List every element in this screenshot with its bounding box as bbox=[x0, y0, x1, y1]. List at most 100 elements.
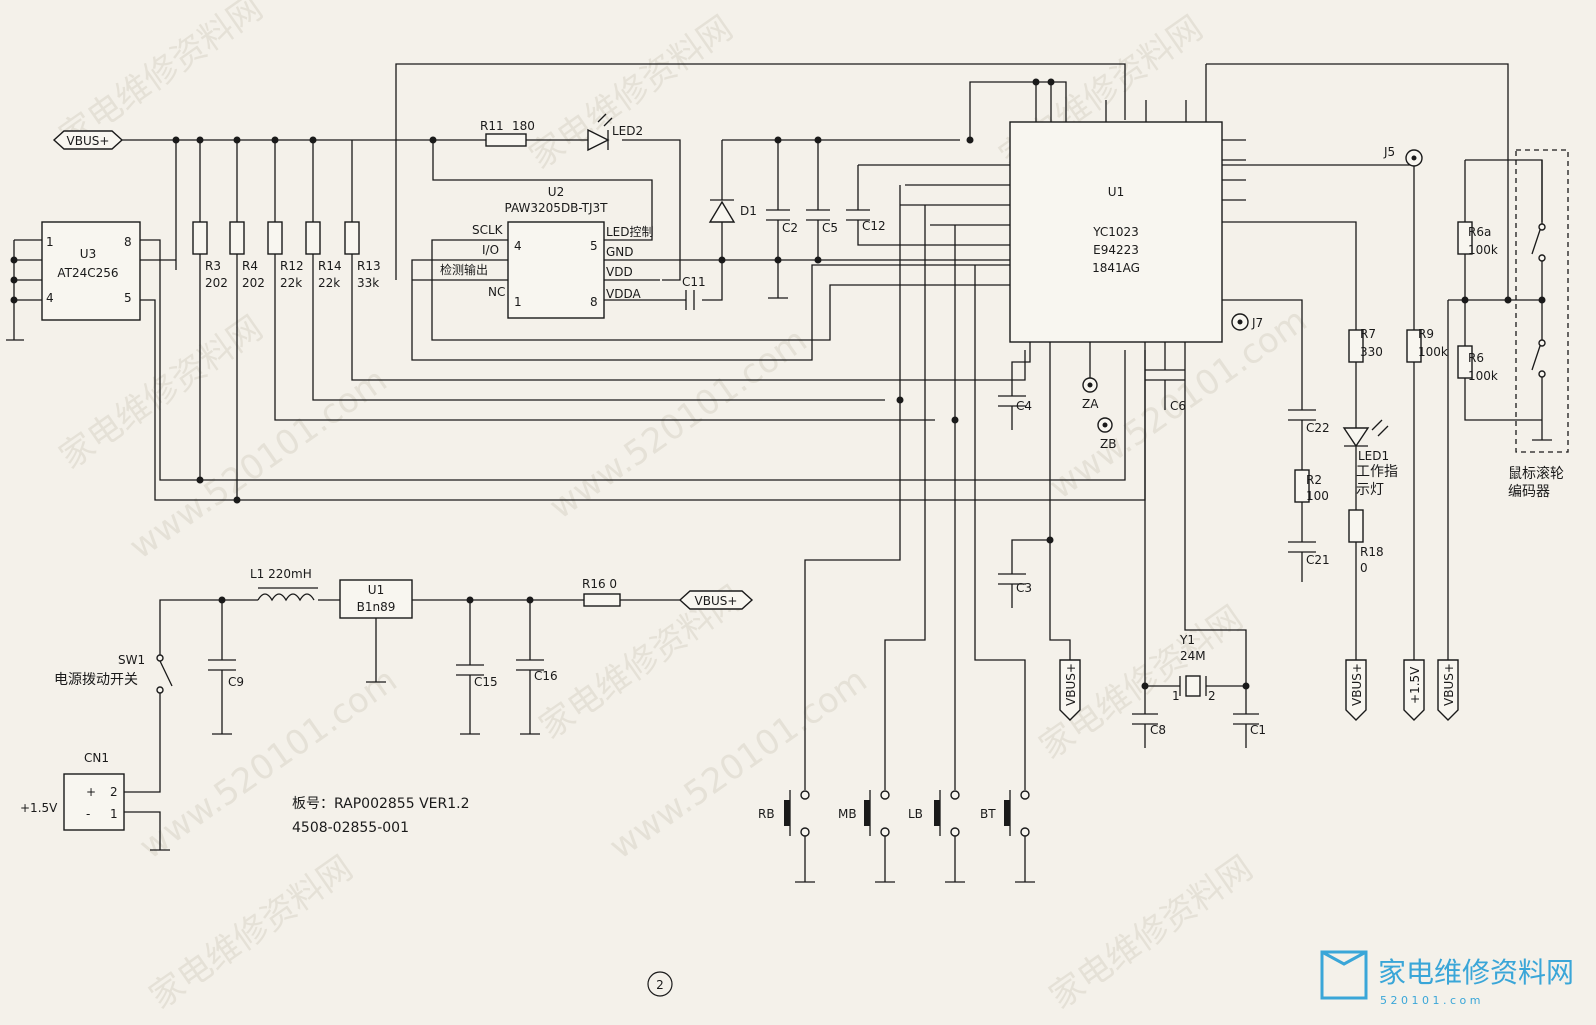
svg-text:D1: D1 bbox=[740, 204, 757, 218]
button-lb: LB bbox=[908, 790, 965, 883]
svg-text:2: 2 bbox=[110, 785, 118, 799]
svg-text:100: 100 bbox=[1306, 489, 1329, 503]
svg-text:VBUS+: VBUS+ bbox=[1350, 663, 1364, 706]
page-number: 2 bbox=[647, 971, 673, 997]
sensor-u2: U2 PAW3205DB-TJ3T SCLK I/O 检测输出 NC 4 1 5… bbox=[440, 185, 654, 319]
svg-text:330: 330 bbox=[1360, 345, 1383, 359]
svg-text:C3: C3 bbox=[1016, 581, 1032, 595]
svg-text:R6: R6 bbox=[1468, 351, 1484, 365]
svg-text:100k: 100k bbox=[1418, 345, 1448, 359]
svg-text:AT24C256: AT24C256 bbox=[57, 266, 118, 280]
board-label: 板号：RAP002855 VER1.2 4508-02855-001 bbox=[292, 796, 470, 836]
svg-text:Y1: Y1 bbox=[1179, 633, 1195, 647]
rc-network: C22 R2 100 C21 bbox=[1288, 409, 1330, 582]
svg-text:+1.5V: +1.5V bbox=[20, 801, 58, 815]
svg-text:2: 2 bbox=[1208, 689, 1216, 703]
svg-text:鼠标滚轮: 鼠标滚轮 bbox=[1508, 465, 1564, 482]
svg-text:1: 1 bbox=[46, 235, 54, 249]
switch-sw1: SW1 电源拨动开关 bbox=[54, 653, 173, 793]
svg-text:VDDA: VDDA bbox=[606, 287, 641, 301]
svg-text:U1: U1 bbox=[368, 583, 384, 597]
svg-text:C6: C6 bbox=[1170, 399, 1186, 413]
svg-text:SW1: SW1 bbox=[118, 653, 145, 667]
svg-text:VDD: VDD bbox=[606, 265, 633, 279]
svg-text:R2: R2 bbox=[1306, 473, 1322, 487]
svg-text:CN1: CN1 bbox=[84, 751, 109, 765]
svg-text:C16: C16 bbox=[534, 669, 558, 683]
watermark: 家电维修资料网 bbox=[1042, 848, 1260, 1017]
svg-text:4: 4 bbox=[46, 291, 54, 305]
watermark: www.520101.com bbox=[602, 660, 874, 867]
svg-text:C8: C8 bbox=[1150, 723, 1166, 737]
connector-cn1: CN1 + - 2 1 +1.5V bbox=[20, 751, 170, 851]
watermark: www.520101.com bbox=[132, 660, 404, 867]
svg-text:R7: R7 bbox=[1360, 327, 1376, 341]
svg-text:0: 0 bbox=[1360, 561, 1368, 575]
crystal-y1: Y1 24M 1 2 bbox=[1145, 633, 1246, 703]
svg-text:VBUS+: VBUS+ bbox=[695, 594, 738, 608]
svg-text:1841AG: 1841AG bbox=[1092, 261, 1140, 275]
svg-text:RB: RB bbox=[758, 807, 775, 821]
button-rb: RB bbox=[758, 790, 815, 883]
svg-text:C21: C21 bbox=[1306, 553, 1330, 567]
svg-text:ZB: ZB bbox=[1100, 437, 1116, 451]
svg-text:R6a: R6a bbox=[1468, 225, 1491, 239]
svg-text:R14: R14 bbox=[318, 259, 342, 273]
svg-text:5: 5 bbox=[124, 291, 132, 305]
svg-text:8: 8 bbox=[124, 235, 132, 249]
vbus-tag-led1: VBUS+ bbox=[1345, 659, 1367, 721]
svg-text:LED2: LED2 bbox=[612, 124, 643, 138]
mcu-u1: U1 YC1023 E94223 1841AG bbox=[1009, 121, 1223, 343]
led1-chain: R7 330 LED1 工作指 示灯 R18 0 bbox=[1342, 327, 1398, 660]
svg-text:U2: U2 bbox=[548, 185, 564, 199]
svg-text:R13: R13 bbox=[357, 259, 381, 273]
svg-text:22k: 22k bbox=[280, 276, 302, 290]
test-point-zb: ZB bbox=[1097, 417, 1116, 451]
eeprom-u3: U3 AT24C256 1 8 4 5 bbox=[41, 221, 141, 321]
svg-text:板号：RAP002855 VER1.2: 板号：RAP002855 VER1.2 bbox=[292, 796, 470, 812]
led2-indicator: LED2 bbox=[587, 113, 643, 152]
diode-d1: D1 bbox=[708, 140, 757, 260]
svg-text:U3: U3 bbox=[80, 247, 96, 261]
site-logo: 家电维修资料网 5 2 0 1 0 1 . c o m bbox=[1320, 950, 1574, 1007]
u1-lower-caps: C4 C6 C3 bbox=[998, 342, 1186, 660]
svg-text:U1: U1 bbox=[1108, 185, 1124, 199]
svg-text:B1n89: B1n89 bbox=[357, 600, 396, 614]
watermark: 家电维修资料网 bbox=[142, 848, 360, 1017]
vbus-tag-encoder: VBUS+ bbox=[1437, 659, 1459, 721]
svg-text:R12: R12 bbox=[280, 259, 304, 273]
svg-text:202: 202 bbox=[242, 276, 265, 290]
crystal-caps: C8 C1 bbox=[1132, 686, 1266, 748]
svg-text:VBUS+: VBUS+ bbox=[67, 134, 110, 148]
svg-text:C15: C15 bbox=[474, 675, 498, 689]
svg-text:C2: C2 bbox=[782, 221, 798, 235]
svg-text:100k: 100k bbox=[1468, 369, 1498, 383]
svg-text:R16 0: R16 0 bbox=[582, 577, 617, 591]
svg-text:电源拨动开关: 电源拨动开关 bbox=[54, 672, 138, 688]
encoder-resistors: R6a 100k R6 100k bbox=[1447, 159, 1543, 660]
svg-text:PAW3205DB-TJ3T: PAW3205DB-TJ3T bbox=[505, 201, 609, 215]
svg-text:检测输出: 检测输出 bbox=[440, 262, 488, 277]
test-point-j5: J5 bbox=[1383, 145, 1423, 167]
svg-text:C12: C12 bbox=[862, 219, 886, 233]
power-section: L1 220mH U1 B1n89 R16 0 C9 C15 C16 bbox=[159, 567, 680, 735]
svg-text:LB: LB bbox=[908, 807, 923, 821]
decoupling-caps: C2 C5 C12 bbox=[766, 140, 1010, 299]
svg-text:C5: C5 bbox=[822, 221, 838, 235]
svg-text:GND: GND bbox=[606, 245, 634, 259]
svg-text:5 2 0 1 0 1 . c o m: 5 2 0 1 0 1 . c o m bbox=[1380, 994, 1480, 1007]
svg-text:家电维修资料网: 家电维修资料网 bbox=[1378, 956, 1574, 989]
pullup-resistors: R3 202 R4 202 R12 22k R14 22k R13 33k bbox=[192, 140, 1026, 498]
svg-text:I/O: I/O bbox=[482, 243, 499, 257]
svg-text:5: 5 bbox=[590, 239, 598, 253]
svg-text:R11: R11 bbox=[480, 119, 504, 133]
svg-text:C4: C4 bbox=[1016, 399, 1032, 413]
svg-text:R18: R18 bbox=[1360, 545, 1384, 559]
svg-text:C22: C22 bbox=[1306, 421, 1330, 435]
svg-text:180: 180 bbox=[512, 119, 535, 133]
svg-text:NC: NC bbox=[488, 285, 505, 299]
svg-text:BT: BT bbox=[980, 807, 996, 821]
svg-text:示灯: 示灯 bbox=[1356, 482, 1384, 498]
svg-text:4: 4 bbox=[514, 239, 522, 253]
